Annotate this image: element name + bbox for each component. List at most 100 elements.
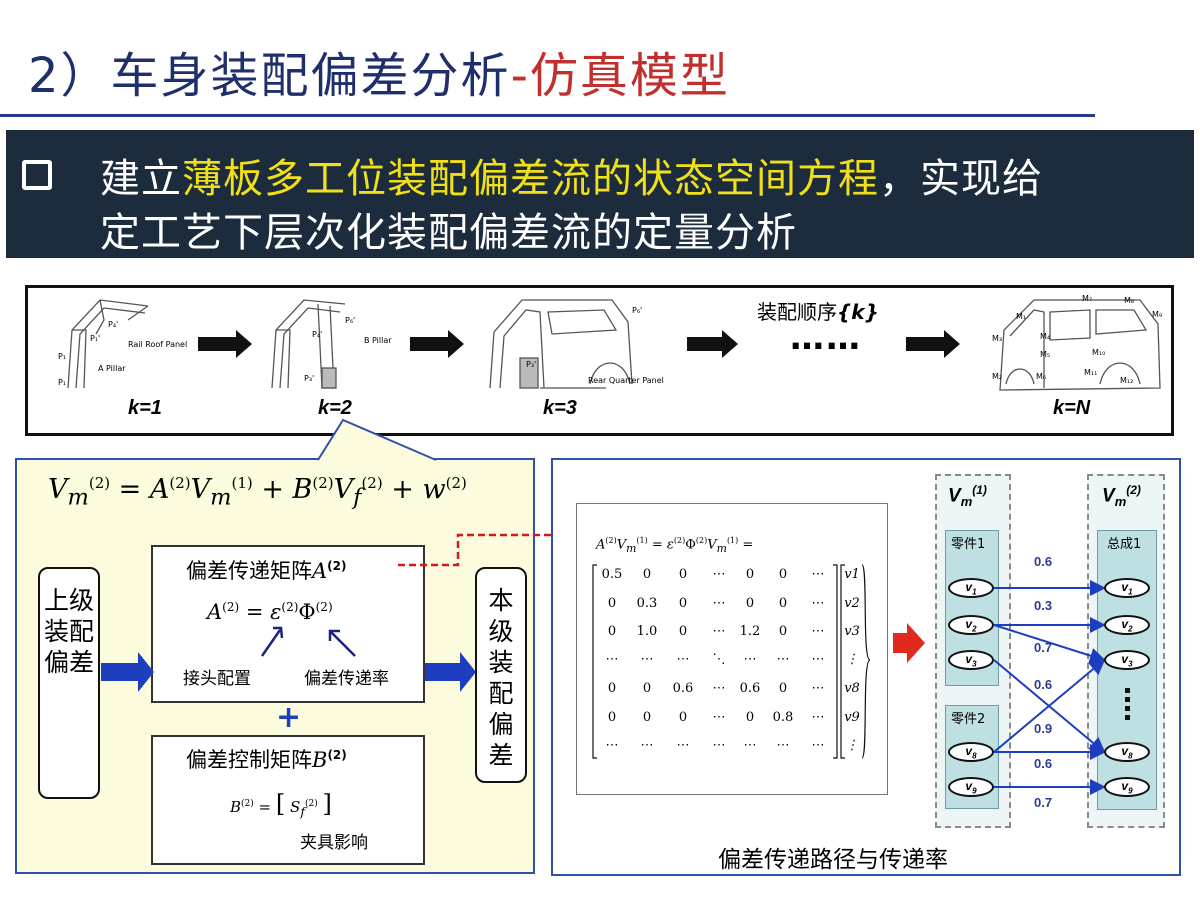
matrix-cell: ⋯ [712,596,726,611]
matrix-cell: 0 [642,710,652,725]
right-arrow-icon [410,330,464,358]
matrix-cell: ⋯ [676,738,690,753]
pointer-arrow-icon [328,629,340,641]
matrix-cell: 0 [678,596,688,611]
matrix-cell: ⋯ [811,738,825,753]
vector-cell: v3 [844,624,860,639]
edge-v2-v3 [993,624,1106,664]
matrix-cell: ⋯ [776,652,790,667]
matrix-cell: 0 [745,567,755,582]
node-right-v2: v2 [1104,615,1150,635]
banner-post: ，实现给 [879,156,1043,202]
stagen-point-label: M₁ [1016,312,1027,321]
vector-cell: v8 [844,681,860,696]
transfer-matrix-box [151,545,425,703]
stage-label-kn: k=N [1053,397,1091,419]
title-rule [0,114,1095,117]
banner-highlight: 薄板多工位装配偏差流的状态空间方程 [182,156,879,202]
state-space-equation: Vm(2) = A(2)Vm(1) + B(2)Vf(2) + w(2) [48,474,467,511]
stagen-point-label: M₃ [992,334,1003,343]
stagen-point-label: M₁₁ [1084,368,1098,377]
matrix-cell: 0 [745,710,755,725]
control-matrix-formula: B(2) = [ Sf(2) ] [230,790,332,819]
assembly1-group [1097,530,1157,810]
matrix-cell: ⋯ [640,652,654,667]
matrix-cell: ⋯ [811,567,825,582]
stage-label-k2: k=2 [318,397,352,419]
matrix-cell: 1.2 [739,624,761,639]
car-body-stage-n [999,299,1161,391]
car-body-stage-2 [271,299,346,389]
part1-label: 零件1 [951,537,986,552]
stagen-point-label: M₂ [992,372,1003,381]
car-body-stage-1 [67,299,149,389]
fixture-influence-label: 夹具影响 [300,833,368,853]
matrix-cell: 0 [778,681,788,696]
right-arrow-icon [198,330,252,358]
sequence-arrows [198,330,960,358]
transfer-matrix-title: 偏差传递矩阵A(2) [186,559,347,583]
stage2-point-label: P₆' [345,316,356,325]
vm1-header: Vm(1) [948,483,987,510]
part2-label: 零件2 [951,712,986,727]
banner-line-1: 建立薄板多工位装配偏差流的状态空间方程，实现给 [100,146,1043,204]
transfer-matrix-title-text: 偏差传递矩阵 [186,559,312,583]
matrix-cell: ⋯ [712,567,726,582]
stagen-point-label: M₄ [1040,332,1051,341]
stage-label-k1: k=1 [128,397,162,419]
stage2-point-label: P₃' [304,374,315,383]
matrix-cell: 0.5 [601,567,623,582]
blue-arrow-icon [425,652,476,692]
stage3-point-label: P₃' [526,360,537,369]
stage3-point-label: P₆' [632,306,643,315]
upper-level-deviation-box: 上级装配偏差 [38,567,100,799]
title-main: 车身装配偏差分析 [110,48,511,104]
matrix-cell: ⋯ [811,596,825,611]
car-body-stage-3 [489,299,633,389]
matrix-cell: 0.6 [672,681,694,696]
matrix-cell: 0 [678,624,688,639]
node-right-v1: v1 [1104,578,1150,598]
vector-cell: v2 [844,596,860,611]
rate-label: 0.6 [1034,677,1053,692]
blue-arrow-icon [101,652,154,692]
vector-cell: ⋮ [845,652,859,667]
matrix-cell: ⋯ [776,738,790,753]
stage1-point-label: P₁' [90,334,101,343]
stage2-part-label: B Pillar [364,336,392,345]
node-right-v8: v8 [1104,742,1150,762]
sequence-ellipsis: …… [790,318,862,358]
matrix-cell: 0 [778,624,788,639]
matrix-cell: ⋯ [743,738,757,753]
stage3-part-label: Rear Quarter Panel [588,376,664,385]
title-accent: 仿真模型 [529,48,730,104]
control-matrix-title-text: 偏差控制矩阵 [186,748,312,772]
matrix-cell: 0 [607,681,617,696]
matrix-cell: 0 [607,596,617,611]
rate-label: 0.3 [1034,598,1053,613]
stagen-point-label: M₇ [1082,294,1093,303]
transfer-rate-label: 偏差传递率 [304,669,389,689]
matrix-cell: ⋯ [712,710,726,725]
node-left-v3: v3 [948,650,994,670]
checkbox-bullet-icon [22,160,52,190]
matrix-cell: 0 [745,596,755,611]
right-arrow-icon [687,330,738,358]
matrix-cell: ⋱ [712,652,726,667]
stagen-point-label: M₅ [1040,350,1051,359]
matrix-cell: 0 [642,567,652,582]
stage1-part-label: A Pillar [98,364,126,373]
matrix-cell: 0.3 [636,596,658,611]
stagen-point-label: M₁₂ [1120,376,1134,385]
vertical-ellipsis-icon [1125,688,1130,720]
matrix-expansion-box [576,503,888,795]
matrix-cell: ⋯ [712,681,726,696]
transfer-matrix-formula: A(2) = ε(2)Φ(2) [207,600,333,624]
matrix-cell: 0 [678,710,688,725]
matrix-cell: 0.6 [739,681,761,696]
vector-cell: ⋮ [845,738,859,753]
matrix-cell: 0 [778,596,788,611]
banner-pre: 建立 [100,156,182,202]
